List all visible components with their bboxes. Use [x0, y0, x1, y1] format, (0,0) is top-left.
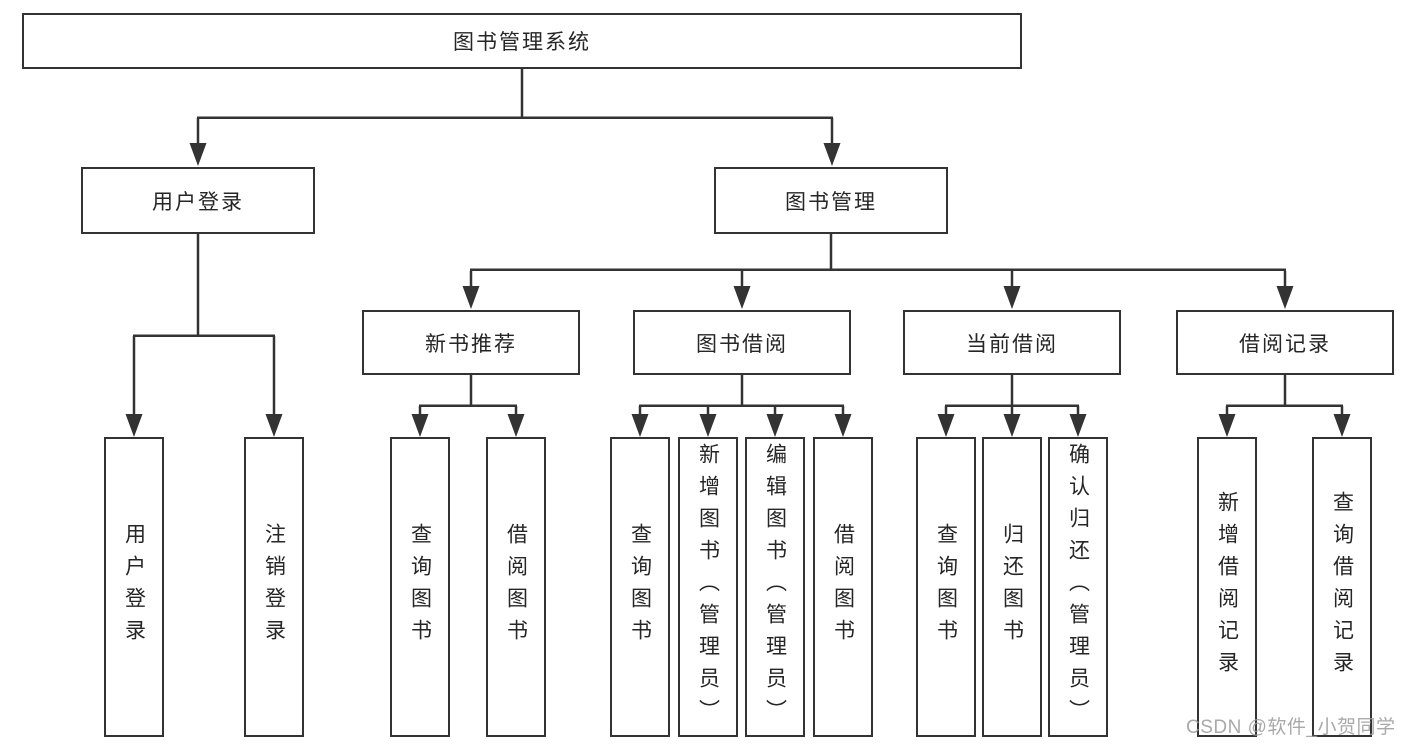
leaf-confirm-return-admin: 确认归还（管理员）: [1048, 437, 1108, 737]
node-borrow-records: 借阅记录: [1176, 310, 1394, 375]
leaf-borrow-books-recommend: 借阅图书: [486, 437, 546, 737]
leaf-label: 查询图书: [408, 523, 432, 651]
leaf-label: 新增借阅记录: [1215, 491, 1239, 683]
leaf-query-books-current: 查询图书: [916, 437, 976, 737]
leaf-label: 注销登录: [262, 523, 286, 651]
node-new-book-recommend: 新书推荐: [362, 310, 580, 375]
node-book-management: 图书管理: [714, 167, 948, 234]
leaf-query-books-recommend: 查询图书: [390, 437, 450, 737]
node-label: 用户登录: [152, 190, 244, 214]
node-label: 图书借阅: [696, 332, 788, 356]
node-label: 图书管理: [785, 190, 877, 214]
leaf-label: 查询图书: [628, 523, 652, 651]
leaf-query-borrow-record: 查询借阅记录: [1312, 437, 1372, 737]
leaf-edit-books-admin: 编辑图书（管理员）: [745, 437, 805, 737]
leaf-label: 借阅图书: [831, 523, 855, 651]
leaf-add-books-admin: 新增图书（管理员）: [678, 437, 738, 737]
leaf-add-borrow-record: 新增借阅记录: [1197, 437, 1257, 737]
leaf-user-login: 用户登录: [104, 437, 164, 737]
node-library-system: 图书管理系统: [22, 13, 1022, 69]
leaf-label: 编辑图书（管理员）: [763, 443, 787, 731]
arrowheads: [125, 143, 1351, 437]
node-label: 当前借阅: [966, 332, 1058, 356]
leaf-logout: 注销登录: [244, 437, 304, 737]
leaf-label: 确认归还（管理员）: [1066, 443, 1090, 731]
node-label: 新书推荐: [425, 332, 517, 356]
leaf-return-books: 归还图书: [982, 437, 1042, 737]
leaf-label: 借阅图书: [504, 523, 528, 651]
node-book-borrow: 图书借阅: [633, 310, 851, 375]
leaf-label: 查询图书: [934, 523, 958, 651]
leaf-label: 新增图书（管理员）: [696, 443, 720, 731]
node-user-login: 用户登录: [81, 167, 315, 234]
node-label: 图书管理系统: [453, 31, 591, 54]
leaf-label: 归还图书: [1000, 523, 1024, 651]
leaf-borrow-books-borrow: 借阅图书: [813, 437, 873, 737]
node-current-borrow: 当前借阅: [903, 310, 1121, 375]
node-label: 借阅记录: [1239, 332, 1331, 356]
leaf-label: 查询借阅记录: [1330, 491, 1354, 683]
leaf-label: 用户登录: [122, 523, 146, 651]
leaf-query-books-borrow: 查询图书: [610, 437, 670, 737]
csdn-watermark: CSDN @软件_小贺同学: [1186, 717, 1396, 738]
